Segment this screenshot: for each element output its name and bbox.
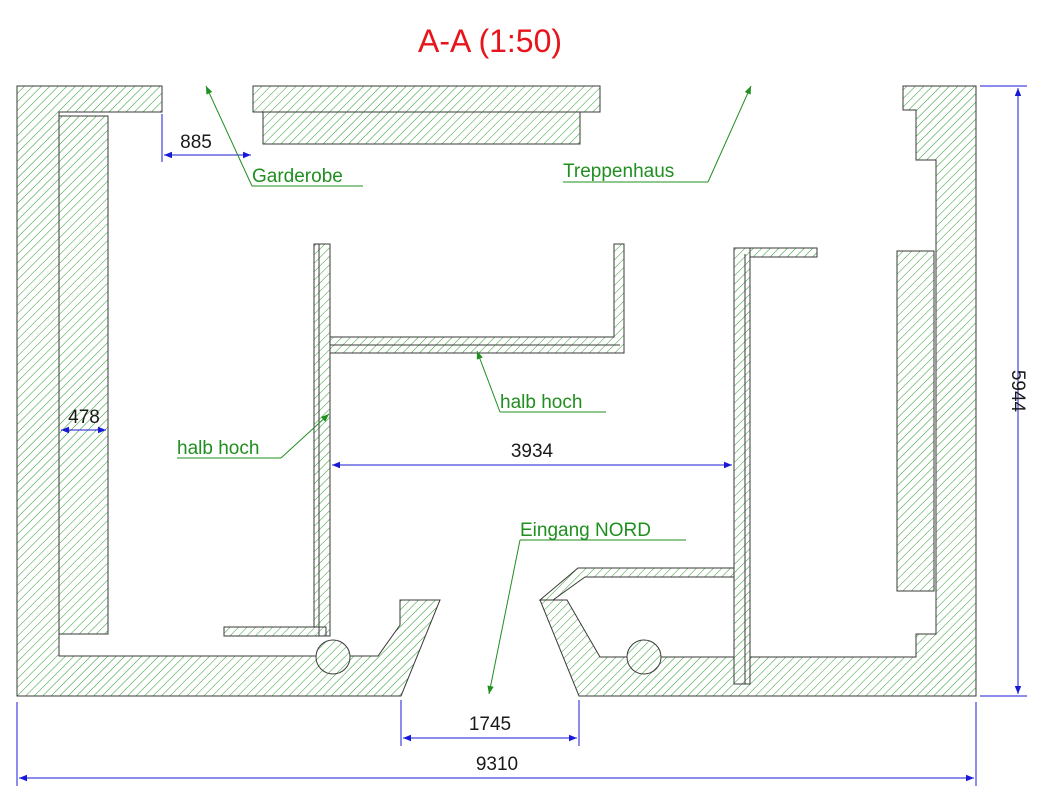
walls — [16, 85, 977, 697]
label-garderobe: Garderobe — [252, 166, 343, 187]
partition-left — [313, 243, 331, 637]
column-left — [315, 639, 351, 675]
label-halb-hoch-left: halb hoch — [177, 438, 259, 459]
dim-total-height: 5944 — [1007, 370, 1028, 413]
drawing-title: A-A (1:50) — [418, 23, 562, 59]
entrance-wing-right — [538, 567, 737, 601]
dim-inner-span: 3934 — [511, 441, 554, 462]
dim-entrance-width: 1745 — [469, 714, 511, 735]
label-eingang-nord: Eingang NORD — [520, 520, 651, 541]
label-halb-hoch-upper: halb hoch — [500, 392, 582, 413]
column-right — [626, 639, 662, 675]
label-treppenhaus: Treppenhaus — [563, 161, 674, 182]
dim-garderobe-opening: 885 — [180, 132, 212, 153]
dimension-lines — [16, 85, 1027, 786]
top-wall-segment — [252, 85, 601, 113]
top-wall-sub-segment — [262, 111, 581, 145]
outer-wall-left — [16, 85, 441, 697]
columns — [315, 639, 662, 675]
partition-right-top — [749, 247, 818, 258]
inner-wall-left — [58, 115, 109, 635]
wall-details — [318, 244, 746, 684]
partition-middle — [329, 243, 625, 354]
dim-left-wall-thickness: 478 — [68, 407, 100, 428]
partition-left-foot — [223, 626, 327, 637]
partition-right — [733, 247, 751, 685]
dim-total-width: 9310 — [476, 754, 518, 775]
inner-wall-right — [896, 250, 935, 592]
label-leaders — [177, 85, 752, 695]
outer-wall-right — [539, 85, 977, 697]
